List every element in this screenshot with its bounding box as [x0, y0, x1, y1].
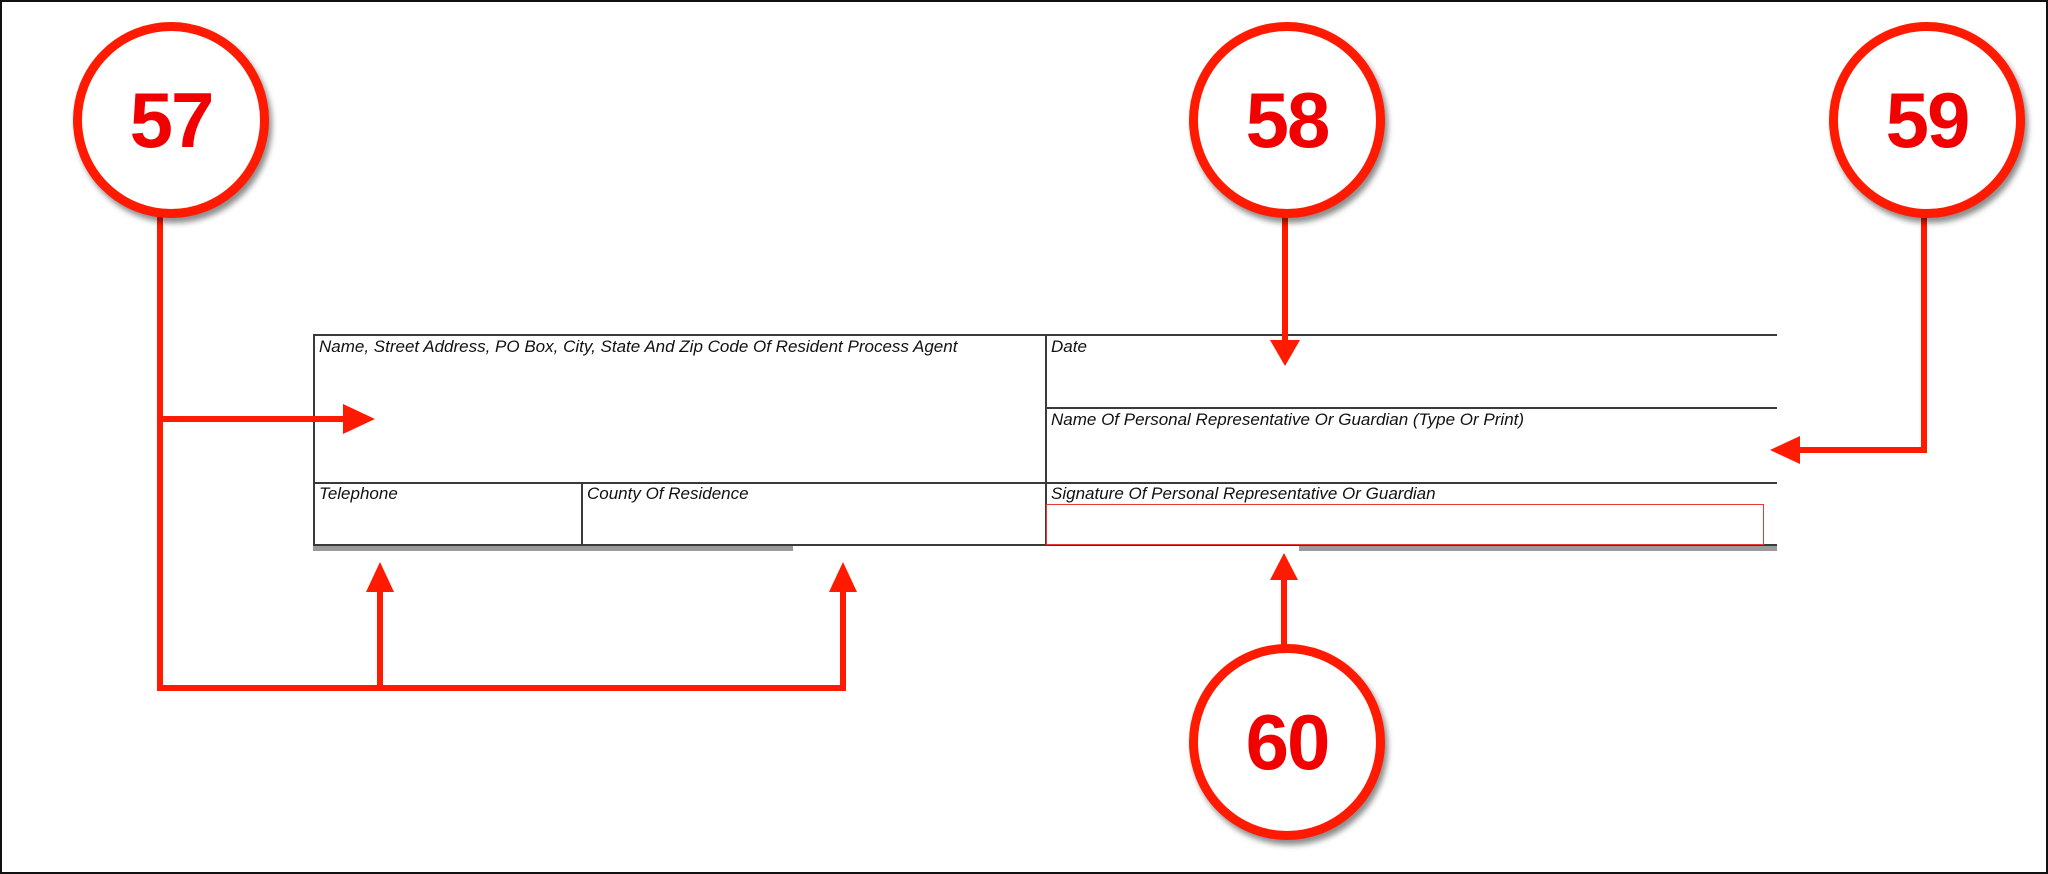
- callout-58: 58: [1189, 22, 1385, 218]
- arrow-57-connector: [157, 211, 846, 691]
- telephone-label: Telephone: [319, 484, 398, 503]
- arrow-57-county-head-icon: [829, 562, 857, 592]
- form-bottom-shadow-right: [1299, 546, 1777, 551]
- callout-58-number: 58: [1245, 75, 1331, 164]
- arrow-60-head-icon: [1270, 553, 1298, 580]
- telephone-county-divider: [581, 482, 583, 546]
- rep-name-label: Name Of Personal Representative Or Guard…: [1051, 410, 1525, 429]
- callout-57-number: 57: [129, 75, 215, 164]
- signature-label: Signature Of Personal Representative Or …: [1051, 484, 1436, 503]
- arrow-57-resident-agent-head-icon: [343, 404, 375, 434]
- callout-59: 59: [1829, 22, 2025, 218]
- arrow-59-head-icon: [1770, 436, 1800, 464]
- callout-60: 60: [1189, 644, 1385, 840]
- arrow-57-telephone-head-icon: [366, 562, 394, 592]
- callout-60-number: 60: [1245, 697, 1331, 786]
- callout-57: 57: [73, 22, 269, 218]
- column-divider: [1045, 334, 1047, 546]
- form-bottom-shadow-left: [313, 546, 793, 551]
- signature-field[interactable]: [1046, 504, 1764, 545]
- date-label: Date: [1051, 337, 1087, 356]
- form-left-border: [313, 334, 315, 546]
- date-bottom-border: [1045, 407, 1777, 409]
- arrow-59-line: [1797, 211, 1927, 453]
- county-label: County Of Residence: [587, 484, 749, 503]
- arrow-58-head-icon: [1270, 340, 1300, 366]
- callout-59-number: 59: [1885, 75, 1971, 164]
- resident-agent-label: Name, Street Address, PO Box, City, Stat…: [319, 337, 958, 356]
